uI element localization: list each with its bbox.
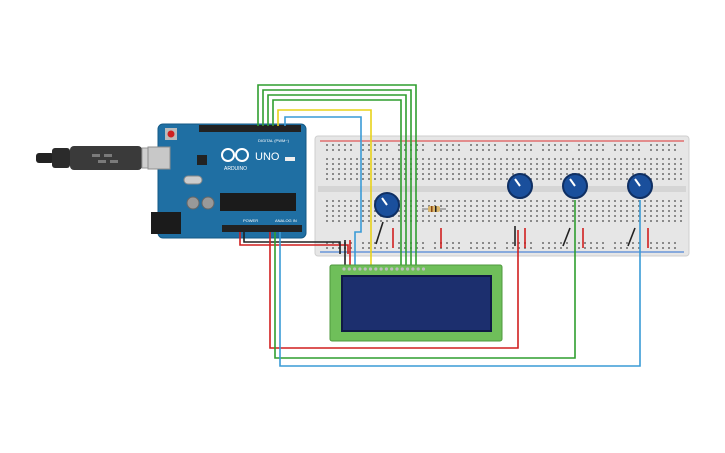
usb-plug-icon xyxy=(36,153,54,163)
potentiometer-2[interactable] xyxy=(507,173,533,199)
potentiometer-3[interactable] xyxy=(562,173,588,199)
resistor[interactable] xyxy=(422,206,446,212)
breadboard[interactable] xyxy=(314,135,690,257)
digital-label: DIGITAL (PWM~) xyxy=(258,138,290,143)
microcontroller-chip xyxy=(220,193,296,211)
lcd-16x2[interactable] xyxy=(329,264,503,342)
usb-port xyxy=(147,146,171,170)
digital-wires xyxy=(257,84,417,266)
power-wires xyxy=(239,200,641,367)
lcd-display xyxy=(341,275,492,332)
analog-power-header xyxy=(222,225,302,232)
potentiometer-4[interactable] xyxy=(627,173,653,199)
arduino-uno-board[interactable]: UNO ARDUINO DIGITAL (PWM~) POWER ANALOG … xyxy=(147,123,307,239)
arduino-logo-icon xyxy=(221,148,249,162)
potentiometer-1[interactable] xyxy=(374,192,400,218)
board-logo-text: ARDUINO xyxy=(224,166,247,172)
digital-header xyxy=(199,125,301,132)
analog-label: ANALOG IN xyxy=(275,218,297,223)
board-brand: UNO xyxy=(255,151,280,163)
breadboard-jumpers xyxy=(344,221,649,266)
power-label: POWER xyxy=(243,218,258,223)
lcd-header-pins xyxy=(342,267,426,271)
power-jack xyxy=(151,212,181,234)
